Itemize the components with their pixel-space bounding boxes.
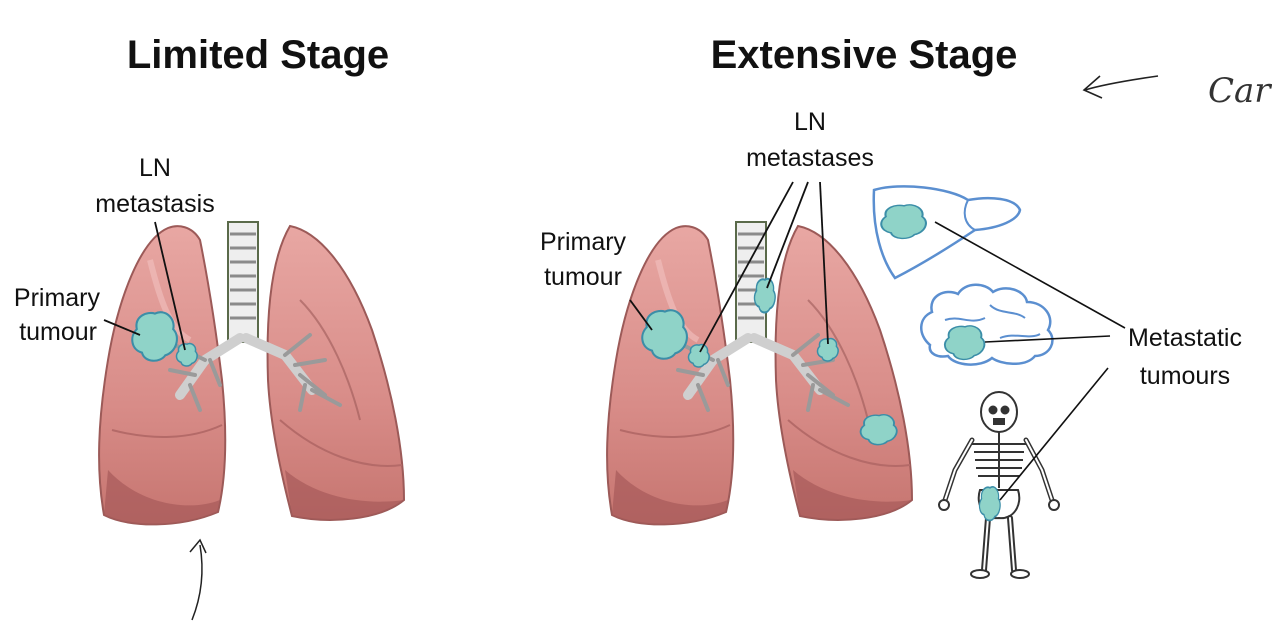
brain-illustration (920, 283, 1054, 366)
primary-tumour-leader-line-limited (103, 319, 141, 336)
ln-leader-lines-extensive (699, 181, 829, 353)
limited-stage-title: Limited Stage (127, 33, 389, 77)
extensive-stage-title: Extensive Stage (711, 33, 1018, 77)
primary-label-line1-limited: Primary (14, 284, 101, 312)
skeleton-illustration (938, 391, 1060, 579)
handwritten-text: Car (1208, 71, 1272, 111)
ln-label-line2-limited: metastasis (95, 190, 214, 218)
ln-label-line1-extensive: LN (794, 108, 826, 136)
metastatic-label-line1: Metastatic (1128, 324, 1242, 352)
primary-tumour-leader-line-extensive (629, 299, 653, 331)
metastatic-label-line2: tumours (1140, 362, 1230, 390)
lungs-illustration-extensive (607, 222, 912, 524)
primary-label-line2-limited: tumour (19, 318, 97, 346)
lungs-illustration-limited (99, 222, 404, 524)
ln-metastasis-leader-line (154, 221, 186, 351)
bone-metastasis (978, 485, 1002, 522)
primary-label-line1-extensive: Primary (540, 228, 627, 256)
handwritten-annotation: Car (1082, 71, 1272, 111)
ln-label-line2-extensive: metastases (746, 144, 874, 172)
primary-label-line2-extensive: tumour (544, 263, 622, 291)
handwritten-arrow-left (1082, 75, 1159, 99)
handwritten-arrow-up (189, 538, 207, 621)
extensive-stage-panel: Extensive Stage LN metastases Primary tu… (540, 33, 1242, 579)
liver-illustration (872, 185, 1022, 280)
metastatic-leader-lines (934, 221, 1126, 501)
ln-label-line1-limited: LN (139, 154, 171, 182)
limited-stage-panel: Limited Stage LN metastasis Primary tumo… (14, 33, 404, 524)
